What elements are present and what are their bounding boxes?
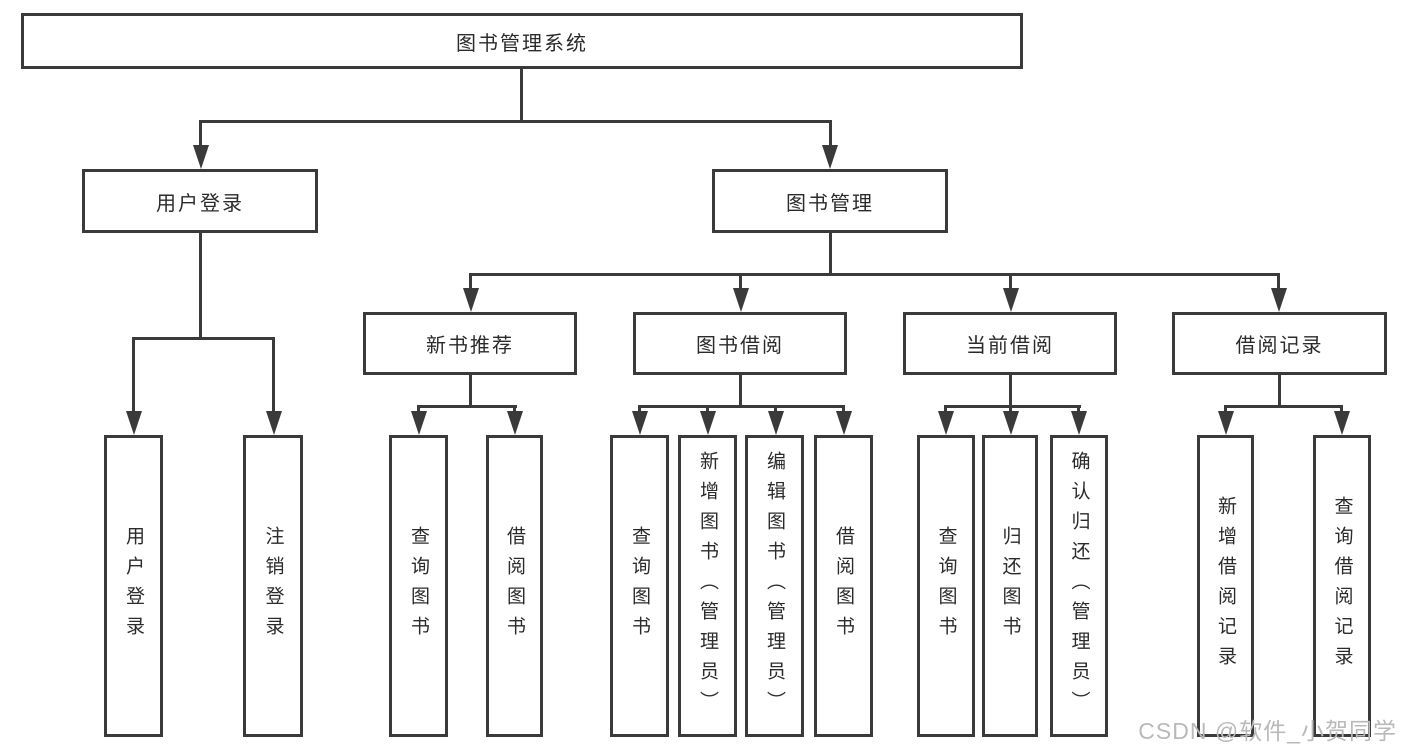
node-label: 图书管理 xyxy=(786,192,874,215)
connector-line xyxy=(1224,405,1227,413)
node-library-management-system: 图书管理系统 xyxy=(21,13,1023,69)
connector-line xyxy=(513,405,516,413)
arrow-down-icon xyxy=(411,411,427,435)
arrow-down-icon xyxy=(1003,288,1019,312)
connector-line xyxy=(706,405,709,413)
node-user-login: 用户登录 xyxy=(82,169,318,233)
leaf-user-login: 用户登录 xyxy=(104,435,163,737)
connector-line xyxy=(829,233,832,273)
arrow-down-icon xyxy=(1271,288,1287,312)
connector-line xyxy=(469,273,472,290)
leaf-label: 查询图书 xyxy=(408,526,429,646)
arrow-down-icon xyxy=(1071,411,1087,435)
connector-line xyxy=(829,120,832,148)
leaf-add-book-admin: 新增图书（管理员） xyxy=(678,435,737,737)
connector-line xyxy=(1224,405,1343,408)
leaf-query-borrow-record: 查询借阅记录 xyxy=(1313,435,1371,737)
connector-line xyxy=(1277,273,1280,290)
connector-line xyxy=(1077,405,1080,413)
arrow-down-icon xyxy=(700,411,716,435)
node-label: 新书推荐 xyxy=(426,335,514,357)
arrow-down-icon xyxy=(632,411,648,435)
leaf-label: 借阅图书 xyxy=(833,526,854,646)
leaf-query-books-recommend: 查询图书 xyxy=(389,435,448,737)
leaf-label: 查询借阅记录 xyxy=(1331,496,1353,676)
leaf-label: 用户登录 xyxy=(123,526,144,646)
connector-line xyxy=(520,69,523,120)
arrow-down-icon xyxy=(1003,411,1019,435)
connector-line xyxy=(739,375,742,405)
leaf-confirm-return-admin: 确认归还（管理员） xyxy=(1050,435,1108,737)
arrow-down-icon xyxy=(822,145,838,169)
node-label: 当前借阅 xyxy=(966,335,1054,357)
node-book-borrowing: 图书借阅 xyxy=(633,312,847,375)
arrow-down-icon xyxy=(507,411,523,435)
leaf-label: 查询图书 xyxy=(935,526,957,646)
watermark-csdn: CSDN @软件_小贺同学 xyxy=(1138,718,1397,744)
node-current-borrowing: 当前借阅 xyxy=(903,312,1117,375)
node-borrowing-records: 借阅记录 xyxy=(1172,312,1387,375)
leaf-return-books: 归还图书 xyxy=(982,435,1038,737)
connector-line xyxy=(417,405,420,413)
node-label: 图书管理系统 xyxy=(456,32,588,55)
node-label: 图书借阅 xyxy=(696,335,784,357)
connector-line xyxy=(638,405,641,413)
leaf-label: 新增借阅记录 xyxy=(1215,496,1236,676)
connector-line xyxy=(774,405,777,413)
node-label: 借阅记录 xyxy=(1235,335,1324,357)
leaf-label: 编辑图书（管理员） xyxy=(764,451,785,721)
connector-line xyxy=(199,233,202,337)
connector-line xyxy=(417,405,517,408)
arrow-down-icon xyxy=(126,411,142,435)
connector-line xyxy=(199,120,202,148)
connector-line xyxy=(944,405,947,413)
leaf-label: 确认归还（管理员） xyxy=(1068,451,1090,721)
node-new-book-recommendation: 新书推荐 xyxy=(363,312,577,375)
arrow-down-icon xyxy=(193,145,209,169)
connector-line xyxy=(1009,375,1012,405)
connector-line xyxy=(1009,273,1012,290)
leaf-edit-book-admin: 编辑图书（管理员） xyxy=(745,435,804,737)
arrow-down-icon xyxy=(768,411,784,435)
connector-line xyxy=(638,405,845,408)
leaf-logout: 注销登录 xyxy=(243,435,303,737)
leaf-label: 借阅图书 xyxy=(504,526,525,646)
arrow-down-icon xyxy=(733,288,749,312)
leaf-query-books-borrow: 查询图书 xyxy=(610,435,669,737)
connector-line xyxy=(469,273,1280,276)
arrow-down-icon xyxy=(1218,411,1234,435)
leaf-label: 归还图书 xyxy=(999,526,1021,646)
connector-line xyxy=(199,120,832,123)
connector-line xyxy=(842,405,845,413)
connector-line xyxy=(1278,375,1281,405)
connector-line xyxy=(739,273,742,290)
arrow-down-icon xyxy=(463,288,479,312)
leaf-label: 新增图书（管理员） xyxy=(697,451,718,721)
connector-line xyxy=(944,405,1081,408)
arrow-down-icon xyxy=(1334,411,1350,435)
connector-line xyxy=(1340,405,1343,413)
arrow-down-icon xyxy=(938,411,954,435)
connector-line xyxy=(272,337,275,413)
leaf-label: 注销登录 xyxy=(262,526,284,646)
connector-line xyxy=(1009,405,1012,413)
leaf-label: 查询图书 xyxy=(629,526,650,646)
arrow-down-icon xyxy=(266,411,282,435)
leaf-borrow-books-recommend: 借阅图书 xyxy=(486,435,543,737)
leaf-borrow-books: 借阅图书 xyxy=(814,435,873,737)
connector-line xyxy=(132,337,275,340)
arrow-down-icon xyxy=(836,411,852,435)
leaf-add-borrow-record: 新增借阅记录 xyxy=(1197,435,1254,737)
node-label: 用户登录 xyxy=(156,192,244,215)
leaf-query-books-current: 查询图书 xyxy=(917,435,975,737)
connector-line xyxy=(469,375,472,405)
node-book-management: 图书管理 xyxy=(712,169,948,233)
connector-line xyxy=(132,337,135,413)
